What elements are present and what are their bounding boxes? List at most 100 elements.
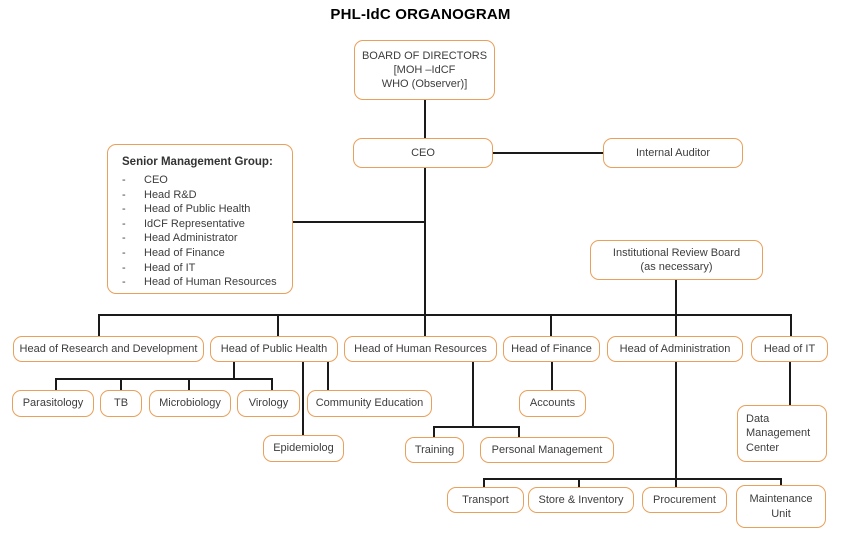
org-node-maintenance-unit: Maintenance Unit	[736, 485, 826, 528]
smg-bullet: -	[122, 217, 126, 230]
training-label: Training	[414, 443, 455, 456]
connector-ceo-to-internal-auditor	[493, 152, 603, 154]
connector-administration-down	[675, 362, 677, 487]
personal-management-label: Personal Management	[491, 443, 603, 456]
virology-label: Virology	[248, 397, 289, 410]
org-node-head-public-health: Head of Public Health	[210, 336, 338, 362]
head-human-resources-label: Head of Human Resources	[354, 342, 487, 355]
smg-item: - Head of Finance	[122, 246, 286, 261]
org-node-virology: Virology	[237, 390, 300, 417]
accounts-label: Accounts	[529, 397, 576, 410]
org-node-head-human-resources: Head of Human Resources	[344, 336, 497, 362]
head-administration-label: Head of Administration	[619, 342, 731, 355]
org-node-ceo: CEO	[353, 138, 493, 168]
dmc-line-1: Data	[746, 413, 770, 426]
smg-item: - IdCF Representative	[122, 217, 286, 232]
procurement-label: Procurement	[653, 493, 716, 506]
board-line-3: WHO (Observer)]	[381, 78, 468, 91]
connector-hr-horizontal	[433, 426, 520, 428]
org-node-head-administration: Head of Administration	[607, 336, 743, 362]
org-node-parasitology: Parasitology	[12, 390, 94, 417]
connector-drop-parasitology	[55, 378, 57, 390]
connector-irb-to-administration	[675, 280, 677, 336]
org-node-data-management-center: Data Management Center	[737, 405, 827, 462]
microbiology-label: Microbiology	[159, 397, 221, 410]
store-inventory-label: Store & Inventory	[538, 493, 624, 506]
connector-drop-it	[790, 314, 792, 336]
connector-finance-to-accounts	[551, 362, 553, 390]
smg-bullet: -	[122, 261, 126, 274]
smg-item-label: Head R&D	[144, 188, 197, 201]
smg-bullet: -	[122, 173, 126, 186]
connector-publichealth-to-labs	[233, 362, 235, 380]
connector-drop-transport	[483, 478, 485, 487]
smg-heading: Senior Management Group:	[122, 156, 273, 168]
maintenance-line-2: Unit	[771, 507, 791, 520]
connector-drop-virology	[271, 378, 273, 390]
org-node-personal-management: Personal Management	[480, 437, 614, 463]
smg-item: - CEO	[122, 173, 286, 188]
smg-item-label: Head of Public Health	[144, 203, 251, 216]
smg-item: - Head of IT	[122, 261, 286, 276]
org-node-board-of-directors: BOARD OF DIRECTORS [MOH –IdCF WHO (Obser…	[354, 40, 495, 100]
connector-labs-horizontal	[55, 378, 273, 380]
internal-auditor-label: Internal Auditor	[636, 146, 710, 159]
org-node-internal-auditor: Internal Auditor	[603, 138, 743, 168]
org-node-microbiology: Microbiology	[149, 390, 231, 417]
connector-drop-finance	[550, 314, 552, 336]
org-node-epidemiolog: Epidemiolog	[263, 435, 344, 462]
connector-drop-personal-management	[518, 426, 520, 437]
org-node-training: Training	[405, 437, 464, 463]
org-node-community-education: Community Education	[307, 390, 432, 417]
smg-bullet: -	[122, 188, 126, 201]
connector-ceo-to-heads	[424, 168, 426, 336]
org-node-head-it: Head of IT	[751, 336, 828, 362]
smg-item-label: Head of IT	[144, 261, 196, 274]
smg-bullet: -	[122, 247, 126, 260]
org-node-store-inventory: Store & Inventory	[528, 487, 634, 513]
epidemiolog-label: Epidemiolog	[273, 442, 334, 455]
org-node-procurement: Procurement	[642, 487, 727, 513]
smg-item-label: CEO	[144, 173, 168, 186]
connector-drop-microbiology	[188, 378, 190, 390]
smg-bullet: -	[122, 203, 126, 216]
smg-bullet: -	[122, 232, 126, 245]
smg-item: - Head of Human Resources	[122, 275, 286, 290]
connector-publichealth-to-epidemiolog	[302, 362, 304, 435]
dmc-line-3: Center	[746, 441, 780, 454]
head-it-label: Head of IT	[763, 342, 816, 355]
smg-bullet: -	[122, 276, 126, 289]
connector-drop-public-health	[277, 314, 279, 336]
org-node-transport: Transport	[447, 487, 524, 513]
smg-item-label: Head of Finance	[144, 247, 225, 260]
parasitology-label: Parasitology	[22, 397, 84, 410]
irb-line-2: (as necessary)	[640, 261, 713, 273]
org-node-institutional-review-board: Institutional Review Board (as necessary…	[590, 240, 763, 280]
connector-drop-store-inventory	[578, 478, 580, 487]
transport-label: Transport	[462, 493, 509, 506]
smg-item-label: IdCF Representative	[144, 217, 245, 230]
ceo-label: CEO	[411, 146, 435, 159]
smg-item-label: Head Administrator	[144, 232, 238, 245]
org-node-accounts: Accounts	[519, 390, 586, 417]
org-node-head-research-development: Head of Research and Development	[13, 336, 204, 362]
head-research-development-label: Head of Research and Development	[19, 342, 198, 355]
connector-drop-tb	[120, 378, 122, 390]
community-education-label: Community Education	[315, 397, 424, 410]
org-node-tb: TB	[100, 390, 142, 417]
smg-item: - Head R&D	[122, 188, 286, 203]
page-title: PHL-IdC ORGANOGRAM	[330, 6, 511, 23]
org-node-head-finance: Head of Finance	[503, 336, 600, 362]
smg-item-label: Head of Human Resources	[144, 276, 277, 289]
smg-item: - Head of Public Health	[122, 202, 286, 217]
connector-heads-horizontal	[98, 314, 792, 316]
board-line-1: BOARD OF DIRECTORS	[361, 49, 488, 62]
connector-drop-research	[98, 314, 100, 336]
connector-drop-maintenance	[780, 478, 782, 487]
dmc-line-2: Management	[746, 427, 811, 440]
head-public-health-label: Head of Public Health	[220, 342, 328, 355]
head-finance-label: Head of Finance	[511, 342, 592, 355]
smg-item: - Head Administrator	[122, 231, 286, 246]
connector-publichealth-to-community-education	[327, 362, 329, 390]
